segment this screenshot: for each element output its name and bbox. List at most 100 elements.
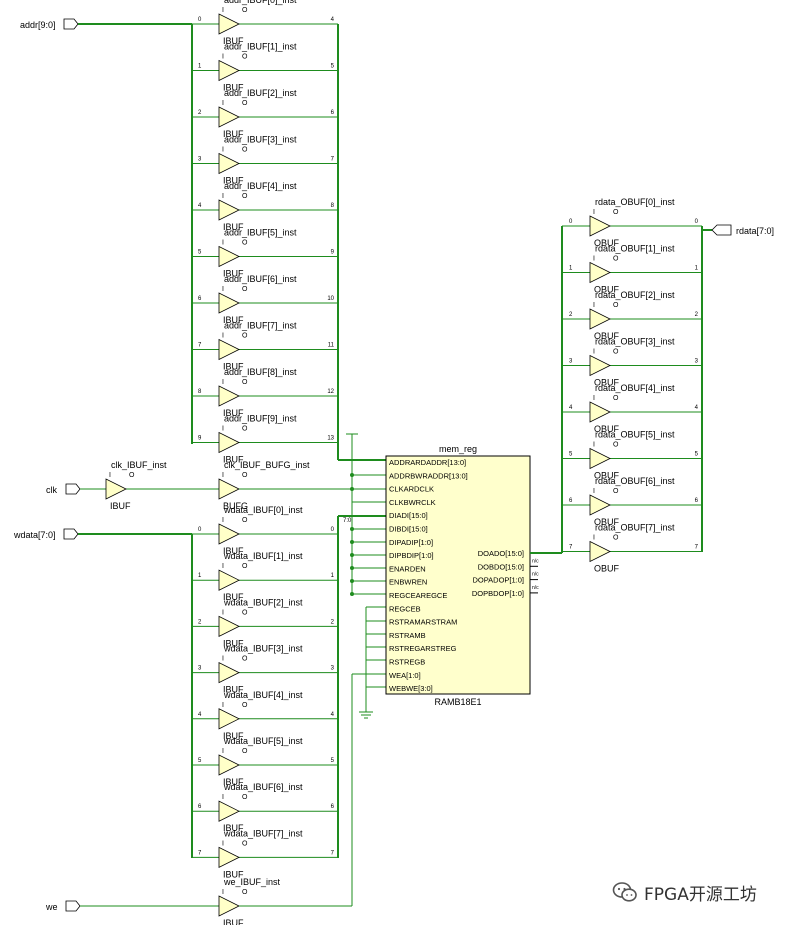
addr-ibuf-6-inst-label: addr_IBUF[6]_inst bbox=[224, 274, 297, 284]
wdata-ibuf-1-out-index: 1 bbox=[331, 573, 335, 579]
rdata-obuf-7-triangle bbox=[589, 540, 611, 563]
addr-ibuf-6-triangle bbox=[218, 292, 240, 314]
wdata-ibuf-7-in-index: 7 bbox=[198, 850, 202, 856]
ram-left-pin-13: RSTRAMB bbox=[389, 631, 426, 640]
rdata-obuf-4-out-index: 4 bbox=[695, 405, 699, 411]
rdata-obuf-4-pin-o: O bbox=[613, 395, 619, 402]
wdata-ibuf-5-inst-label: wdata_IBUF[5]_inst bbox=[223, 736, 303, 746]
wdata-ibuf-0-triangle bbox=[218, 523, 240, 545]
wdata-ibuf-6-pin-i: I bbox=[222, 794, 224, 801]
addr-ibuf-5-inst-label: addr_IBUF[5]_inst bbox=[224, 228, 297, 238]
rdata-obuf-4-triangle bbox=[589, 401, 611, 423]
addr-ibuf-5-type-label: IBUF bbox=[223, 269, 244, 279]
wdata-ibuf-1-type-label: IBUF bbox=[223, 592, 244, 602]
rdata-obuf-6-pin-i: I bbox=[593, 488, 595, 495]
rdata-obuf-3-type-label: OBUF bbox=[594, 378, 620, 388]
ram-left-pin-7: DIPBDIP[1:0] bbox=[389, 551, 434, 560]
ram-block bbox=[385, 455, 531, 695]
wdata-ibuf-6-inst-label: wdata_IBUF[6]_inst bbox=[223, 782, 303, 792]
wdata-ibuf-6-in-index: 6 bbox=[198, 804, 202, 810]
rdata-obuf-2-pin-i: I bbox=[593, 302, 595, 309]
addr-ibuf-4-inst-label: addr_IBUF[4]_inst bbox=[224, 181, 297, 191]
addr-ibuf-7-out-index: 11 bbox=[328, 343, 335, 349]
rdata-obuf-7-in-index: 7 bbox=[569, 545, 573, 551]
addr-ibuf-9-triangle bbox=[218, 431, 240, 454]
addr-ibuf-8-type-label: IBUF bbox=[223, 408, 244, 418]
wdata-ibuf-4-pin-o: O bbox=[242, 702, 248, 709]
wdata-ibuf-2-in-index: 2 bbox=[198, 619, 202, 625]
wdata-ibuf-4-in-index: 4 bbox=[198, 712, 202, 718]
wechat-icon bbox=[612, 882, 637, 902]
rdata-obuf-7-pin-i: I bbox=[593, 535, 595, 542]
rdata-obuf-3-inst-label: rdata_OBUF[3]_inst bbox=[595, 337, 675, 347]
watermark-text: FPGA开源工坊 bbox=[644, 884, 757, 905]
addr-ibuf-5-out-index: 9 bbox=[331, 250, 335, 256]
addr-ibuf-9-pin-o: O bbox=[242, 426, 248, 433]
rdata-obuf-0-in-index: 0 bbox=[569, 219, 573, 225]
port-addr-label: addr[9:0] bbox=[20, 20, 56, 30]
rdata-obuf-3-triangle bbox=[589, 354, 611, 377]
wdata-ibuf-3-inst-label: wdata_IBUF[3]_inst bbox=[223, 644, 303, 654]
rdata-obuf-1-triangle bbox=[589, 261, 611, 284]
ram-right-pin-3: DOPBDOP[1:0] bbox=[472, 589, 524, 598]
rdata-obuf-0-pin-i: I bbox=[593, 209, 595, 216]
wdata-ibuf-0-out-index: 0 bbox=[331, 527, 335, 533]
rdata-obuf-7-out-index: 7 bbox=[695, 545, 699, 551]
addr-ibuf-1-inst-label: addr_IBUF[1]_inst bbox=[224, 42, 297, 52]
rdata-obuf-5-out-index: 5 bbox=[695, 452, 699, 458]
addr-ibuf-7-type-label: IBUF bbox=[223, 362, 244, 372]
addr-ibuf-9-in-index: 9 bbox=[198, 436, 202, 442]
rdata-obuf-0-inst-label: rdata_OBUF[0]_inst bbox=[595, 197, 675, 207]
clk-ibuf-triangle bbox=[105, 478, 127, 500]
addr-ibuf-3-pin-o: O bbox=[242, 147, 248, 154]
wdata-ibuf-2-inst-label: wdata_IBUF[2]_inst bbox=[223, 597, 303, 607]
port-rdata-label: rdata[7:0] bbox=[736, 226, 774, 236]
wdata-ibuf-2-pin-o: O bbox=[242, 609, 248, 616]
port-we-label: we bbox=[45, 902, 58, 912]
ram-left-pin-15: RSTREGB bbox=[389, 658, 425, 667]
rdata-obuf-6-out-index: 6 bbox=[695, 498, 699, 504]
addr-ibuf-9-out-index: 13 bbox=[327, 436, 334, 442]
rdata-obuf-3-out-index: 3 bbox=[695, 359, 699, 365]
addr-ibuf-0-pin-o: O bbox=[242, 7, 248, 14]
clk-bufg-inst-label: clk_IBUF_BUFG_inst bbox=[224, 460, 310, 470]
addr-ibuf-1-pin-i: I bbox=[222, 54, 224, 61]
addr-ibuf-0-type-label: IBUF bbox=[223, 36, 244, 46]
addr-ibuf-1-triangle bbox=[218, 59, 240, 82]
rdata-obuf-2-triangle bbox=[589, 308, 611, 330]
wdata-ibuf-5-type-label: IBUF bbox=[223, 777, 244, 787]
addr-ibuf-6-pin-o: O bbox=[242, 286, 248, 293]
addr-ibuf-7-pin-i: I bbox=[222, 333, 224, 340]
addr-ibuf-6-in-index: 6 bbox=[198, 296, 202, 302]
rdata-obuf-3-pin-i: I bbox=[593, 349, 595, 356]
addr-ibuf-6-out-index: 10 bbox=[327, 296, 334, 302]
wdata-ibuf-3-in-index: 3 bbox=[198, 666, 202, 672]
rdata-obuf-2-type-label: OBUF bbox=[594, 331, 620, 341]
addr-ibuf-3-inst-label: addr_IBUF[3]_inst bbox=[224, 135, 297, 145]
wdata-ibuf-2-type-label: IBUF bbox=[223, 638, 244, 648]
addr-ibuf-4-pin-i: I bbox=[222, 193, 224, 200]
we-ibuf-pin-o: O bbox=[242, 889, 248, 896]
addr-ibuf-0-inst-label: addr_IBUF[0]_inst bbox=[224, 0, 297, 5]
addr-ibuf-1-type-label: IBUF bbox=[223, 83, 244, 93]
wdata-ibuf-3-type-label: IBUF bbox=[223, 685, 244, 695]
wdata-ibuf-6-out-index: 6 bbox=[331, 804, 335, 810]
addr-ibuf-5-pin-i: I bbox=[222, 240, 224, 247]
addr-ibuf-5-pin-o: O bbox=[242, 240, 248, 247]
wdata-ibuf-7-triangle bbox=[218, 846, 240, 869]
wdata-ibuf-5-out-index: 5 bbox=[331, 758, 335, 764]
wdata-port bbox=[63, 528, 79, 540]
wdata-ibuf-6-triangle bbox=[218, 800, 240, 822]
addr-ibuf-0-out-index: 4 bbox=[331, 17, 335, 23]
wdata-ibuf-4-out-index: 4 bbox=[331, 712, 335, 718]
clk-bufg-pin-i: I bbox=[222, 472, 224, 479]
addr-ibuf-4-triangle bbox=[218, 199, 240, 221]
we-ibuf-inst-label: we_IBUF_inst bbox=[223, 877, 281, 887]
addr-ibuf-2-pin-i: I bbox=[222, 100, 224, 107]
rdata-obuf-5-triangle bbox=[589, 447, 611, 470]
wdata-ibuf-5-in-index: 5 bbox=[198, 758, 202, 764]
wdata-ibuf-2-triangle bbox=[218, 615, 240, 638]
wdata-ibuf-3-triangle bbox=[218, 661, 240, 684]
rdata-obuf-0-triangle bbox=[589, 215, 611, 237]
